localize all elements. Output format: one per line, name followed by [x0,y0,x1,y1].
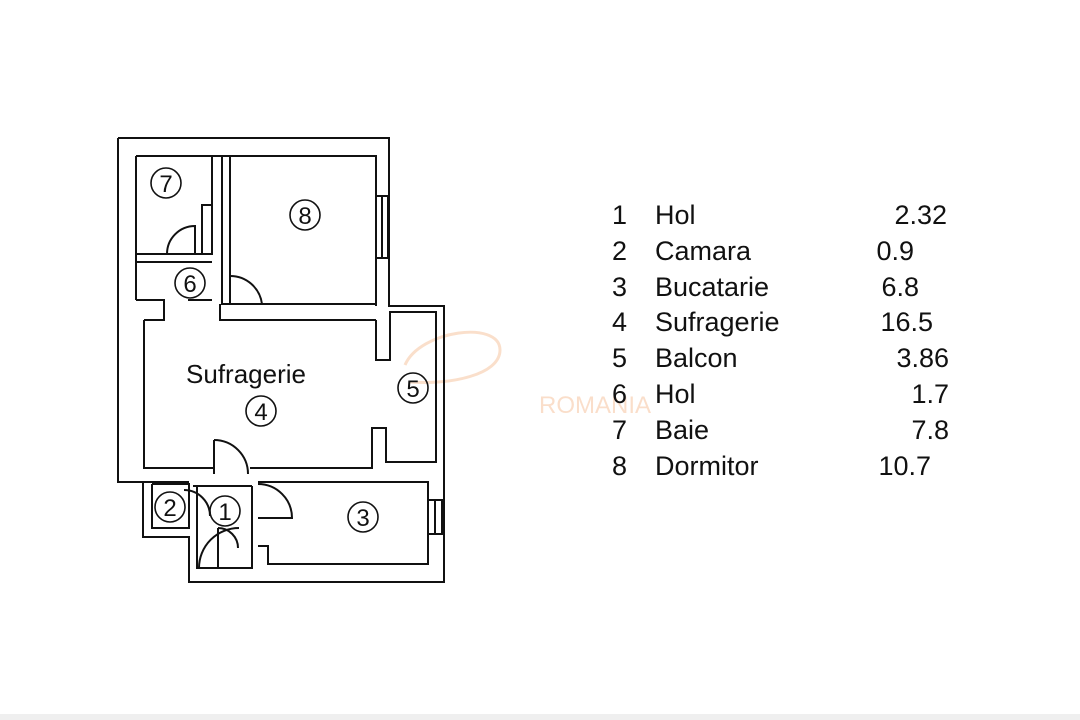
walls [117,137,445,583]
legend-area: 7.8 [911,414,949,445]
watermark-text: ROMANIA [539,392,651,419]
bottom-border [0,714,1080,720]
legend-room-name: Baie [655,414,710,445]
legend-number: 8 [612,450,628,481]
legend-area: 0.9 [876,235,914,266]
svg-text:4: 4 [254,399,267,426]
legend-area: 2.32 [894,200,947,230]
legend-number: 1 [612,200,628,230]
legend-number: 7 [612,414,628,445]
legend-number: 5 [612,343,628,374]
legend-area: 16.5 [880,307,933,338]
legend-number: 2 [612,235,628,266]
legend-area: 3.86 [896,343,949,374]
svg-text:7: 7 [159,171,172,198]
svg-text:3: 3 [356,505,369,532]
room-name-sufragerie: Sufragerie [186,359,306,389]
room-marker-7: 7 [150,167,182,199]
room-marker-3: 3 [347,501,379,533]
legend-room-name: Hol [655,378,696,409]
svg-text:2: 2 [163,495,176,522]
legend-number: 3 [612,271,628,302]
room-marker-8: 8 [289,199,321,231]
legend-room-name: Camara [655,235,752,266]
legend-room-name: Dormitor [655,450,759,481]
legend-number: 6 [612,378,628,409]
legend-area: 6.8 [881,271,919,302]
watermark: ROMANIA [403,330,651,419]
room-marker-2: 2 [154,491,186,523]
room-marker-6: 6 [174,267,206,299]
legend-room-name: Sufragerie [655,307,780,338]
room-marker-5: 5 [397,372,429,404]
svg-text:8: 8 [298,203,311,230]
svg-text:1: 1 [218,499,231,526]
legend-room-name: Bucatarie [655,271,770,302]
legend-room-name: Balcon [655,343,738,374]
legend-area: 1.7 [911,378,949,409]
room-marker-4: 4 [245,395,277,427]
room-marker-1: 1 [209,495,241,527]
legend-room-name: Hol [655,200,696,230]
legend-number: 4 [612,307,628,338]
svg-text:6: 6 [183,271,196,298]
svg-text:5: 5 [406,376,419,403]
legend-area: 10.7 [878,450,931,481]
